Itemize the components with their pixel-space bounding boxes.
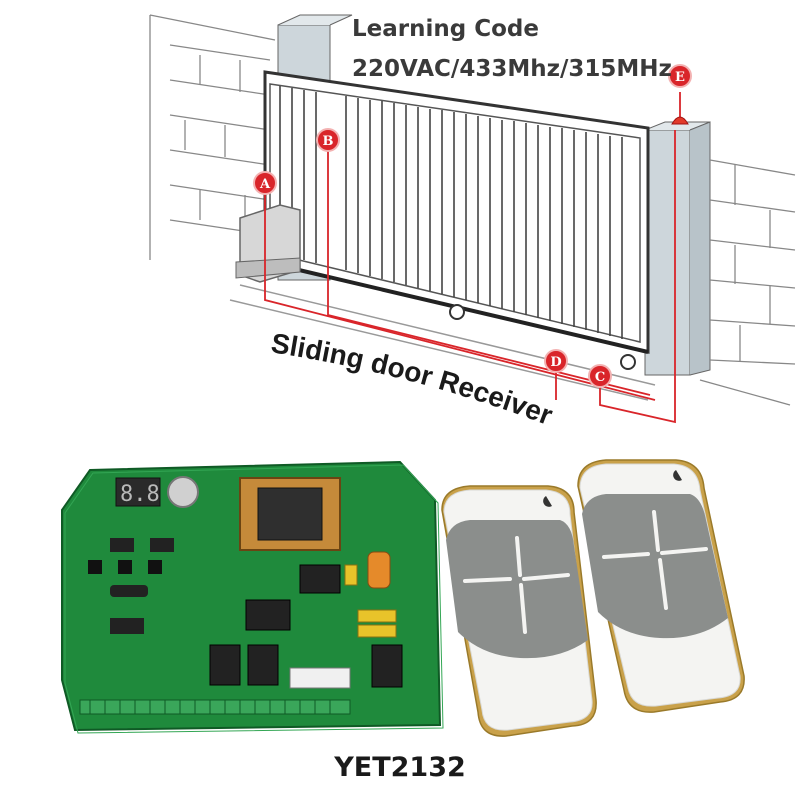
feature-learning-code: Learning Code — [352, 16, 539, 42]
warning-lamp — [671, 116, 689, 125]
marker-e-label: E — [675, 70, 685, 85]
display-digits-glyph: 8.8 — [120, 482, 160, 507]
terminal-block — [79, 667, 351, 715]
marker-d-label: D — [550, 355, 561, 370]
marker-a: A — [253, 171, 277, 195]
marker-d: D — [544, 349, 568, 373]
marker-c: C — [588, 364, 612, 388]
seven-segment-display — [115, 477, 161, 507]
left-brick-wall — [149, 14, 276, 260]
marker-c-label: C — [595, 370, 605, 385]
ground-rails — [229, 284, 656, 401]
wiring-lines — [264, 92, 681, 424]
control-board: 8.8 — [61, 460, 444, 734]
marker-b-label: B — [323, 134, 334, 149]
marker-a-label: A — [259, 177, 271, 192]
diagram-caption-text: Sliding door Receiver — [269, 327, 557, 431]
feature-frequency-spec: 220VAC/433Mhz/315MHz — [352, 56, 672, 82]
gate-diagram — [149, 14, 796, 424]
diagram-caption: Sliding door Receiver — [269, 327, 557, 431]
remote-control-left — [441, 485, 597, 737]
transformer — [239, 477, 341, 551]
right-brick-wall — [699, 159, 796, 406]
inductor-coil — [367, 551, 391, 589]
relays — [209, 564, 403, 688]
capacitor — [167, 476, 199, 508]
model-number: YET2132 — [334, 752, 466, 783]
gate-motor — [235, 204, 301, 283]
marker-b: B — [316, 128, 340, 152]
remote-control-right — [577, 459, 745, 713]
marker-e: E — [668, 64, 692, 88]
